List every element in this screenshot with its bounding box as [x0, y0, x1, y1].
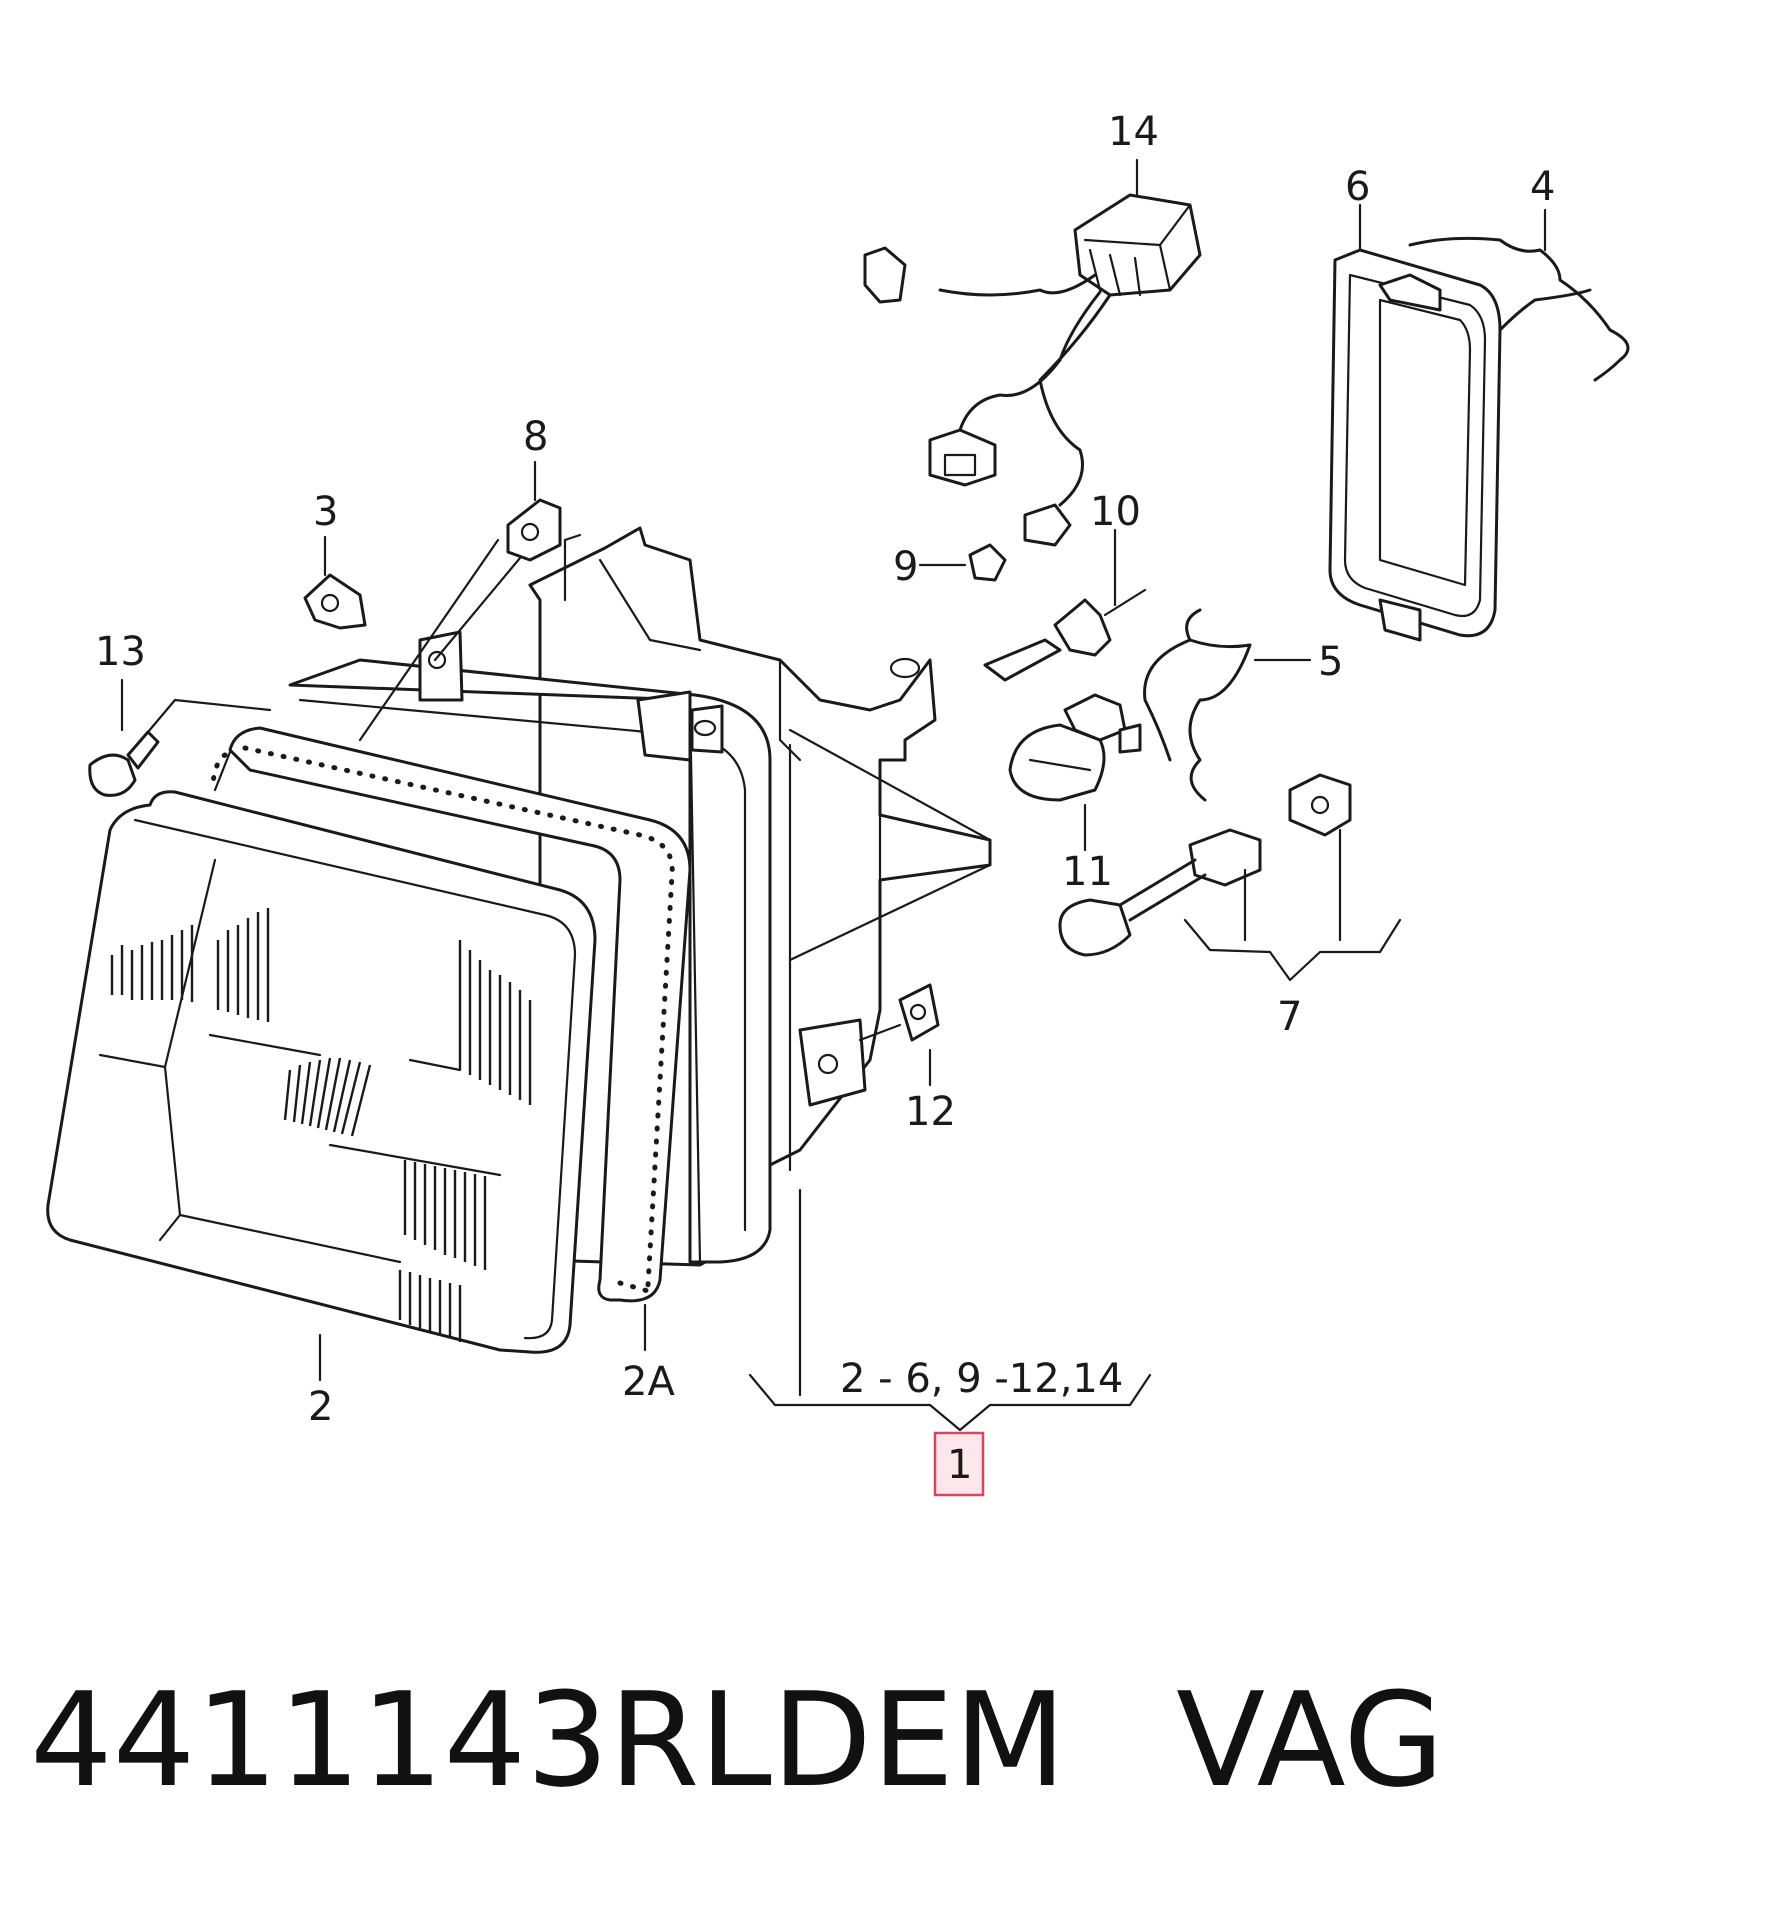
seal-2a	[209, 726, 692, 1303]
clip-12-part	[858, 983, 940, 1042]
lens-hatching	[110, 908, 532, 1342]
spring-clip-5-part	[1143, 608, 1312, 802]
label-13: 13	[95, 629, 146, 675]
label-1: 1	[947, 1442, 972, 1488]
brand-name: VAG	[1176, 1664, 1445, 1816]
mounting-frame-6-part	[1328, 248, 1502, 642]
socket-wire-7-part	[1058, 773, 1402, 982]
label-6: 6	[1345, 164, 1370, 210]
leader-lines	[120, 158, 1547, 1432]
highlight-box-item-1	[933, 1431, 985, 1497]
screw-13-part	[88, 698, 272, 797]
part-footer: 4411143RLDEM VAG	[30, 1660, 1730, 1820]
clip-3-part	[303, 573, 367, 630]
bulb-9-part	[918, 543, 1007, 582]
label-4: 4	[1530, 164, 1555, 210]
label-7: 7	[1277, 994, 1302, 1040]
part-labels: 14 6 4 8 3 10 9 13 5 11 7 12 2 2A 2 - 6,…	[95, 109, 1555, 1488]
part-number: 4411143RLDEM	[30, 1664, 1067, 1816]
gasket-4-part	[1408, 236, 1630, 382]
label-14: 14	[1108, 109, 1159, 155]
label-11: 11	[1062, 849, 1113, 895]
label-2a: 2A	[622, 1359, 675, 1405]
label-5: 5	[1318, 639, 1343, 685]
label-2: 2	[308, 1384, 333, 1430]
label-9: 9	[893, 544, 918, 590]
label-3: 3	[313, 489, 338, 535]
wiring-harness-14-part	[863, 193, 1202, 547]
bulb-10-part	[983, 558, 1147, 682]
headlight-lens	[46, 790, 597, 1354]
clip-8-part	[358, 498, 562, 742]
housing-flange	[288, 630, 772, 1264]
label-10: 10	[1090, 489, 1141, 535]
label-8: 8	[523, 414, 548, 460]
bulb-11-part	[1008, 693, 1142, 842]
label-group-range: 2 - 6, 9 -12,14	[840, 1356, 1123, 1402]
label-12: 12	[905, 1089, 956, 1135]
